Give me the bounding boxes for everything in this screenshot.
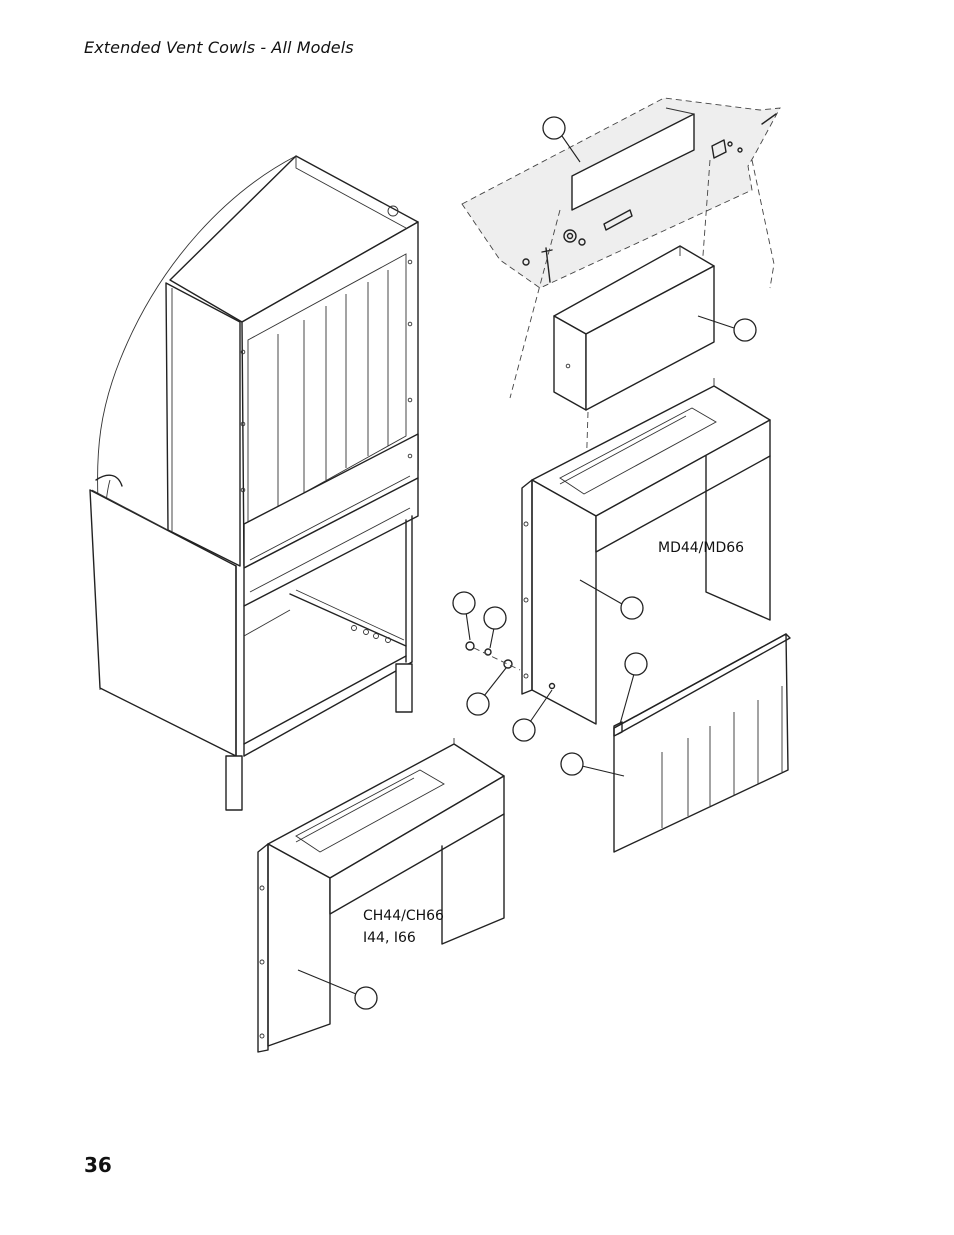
front-panel: [613, 633, 791, 853]
callout-washer-b: [466, 667, 507, 716]
vent-box: [553, 245, 715, 477]
callout-front-panel: [560, 752, 625, 777]
callout-washer-a: [483, 606, 507, 649]
ch-vent-cowl: CH44/CH66 I44, I66: [257, 738, 505, 1053]
ch-models-label-line2: I44, I66: [363, 930, 416, 946]
dishwasher-machine: [89, 155, 419, 811]
callout-screw: [512, 689, 553, 742]
callout-ch-cowl: [297, 969, 378, 1010]
callout-hinge-pin: [619, 652, 648, 725]
ch-models-label-line1: CH44/CH66: [363, 908, 444, 924]
callout-md-cowl: [579, 579, 644, 620]
page-header-title: Extended Vent Cowls - All Models: [84, 38, 354, 57]
md-models-label: MD44/MD66: [658, 540, 744, 556]
callout-vent-cover: [542, 116, 581, 163]
callout-nut: [452, 591, 476, 641]
md-vent-cowl: MD44/MD66: [521, 378, 771, 725]
callout-vent-box: [697, 315, 757, 342]
vent-top-assembly: [461, 97, 781, 399]
page-number: 36: [84, 1153, 112, 1177]
small-hardware: [465, 641, 521, 671]
